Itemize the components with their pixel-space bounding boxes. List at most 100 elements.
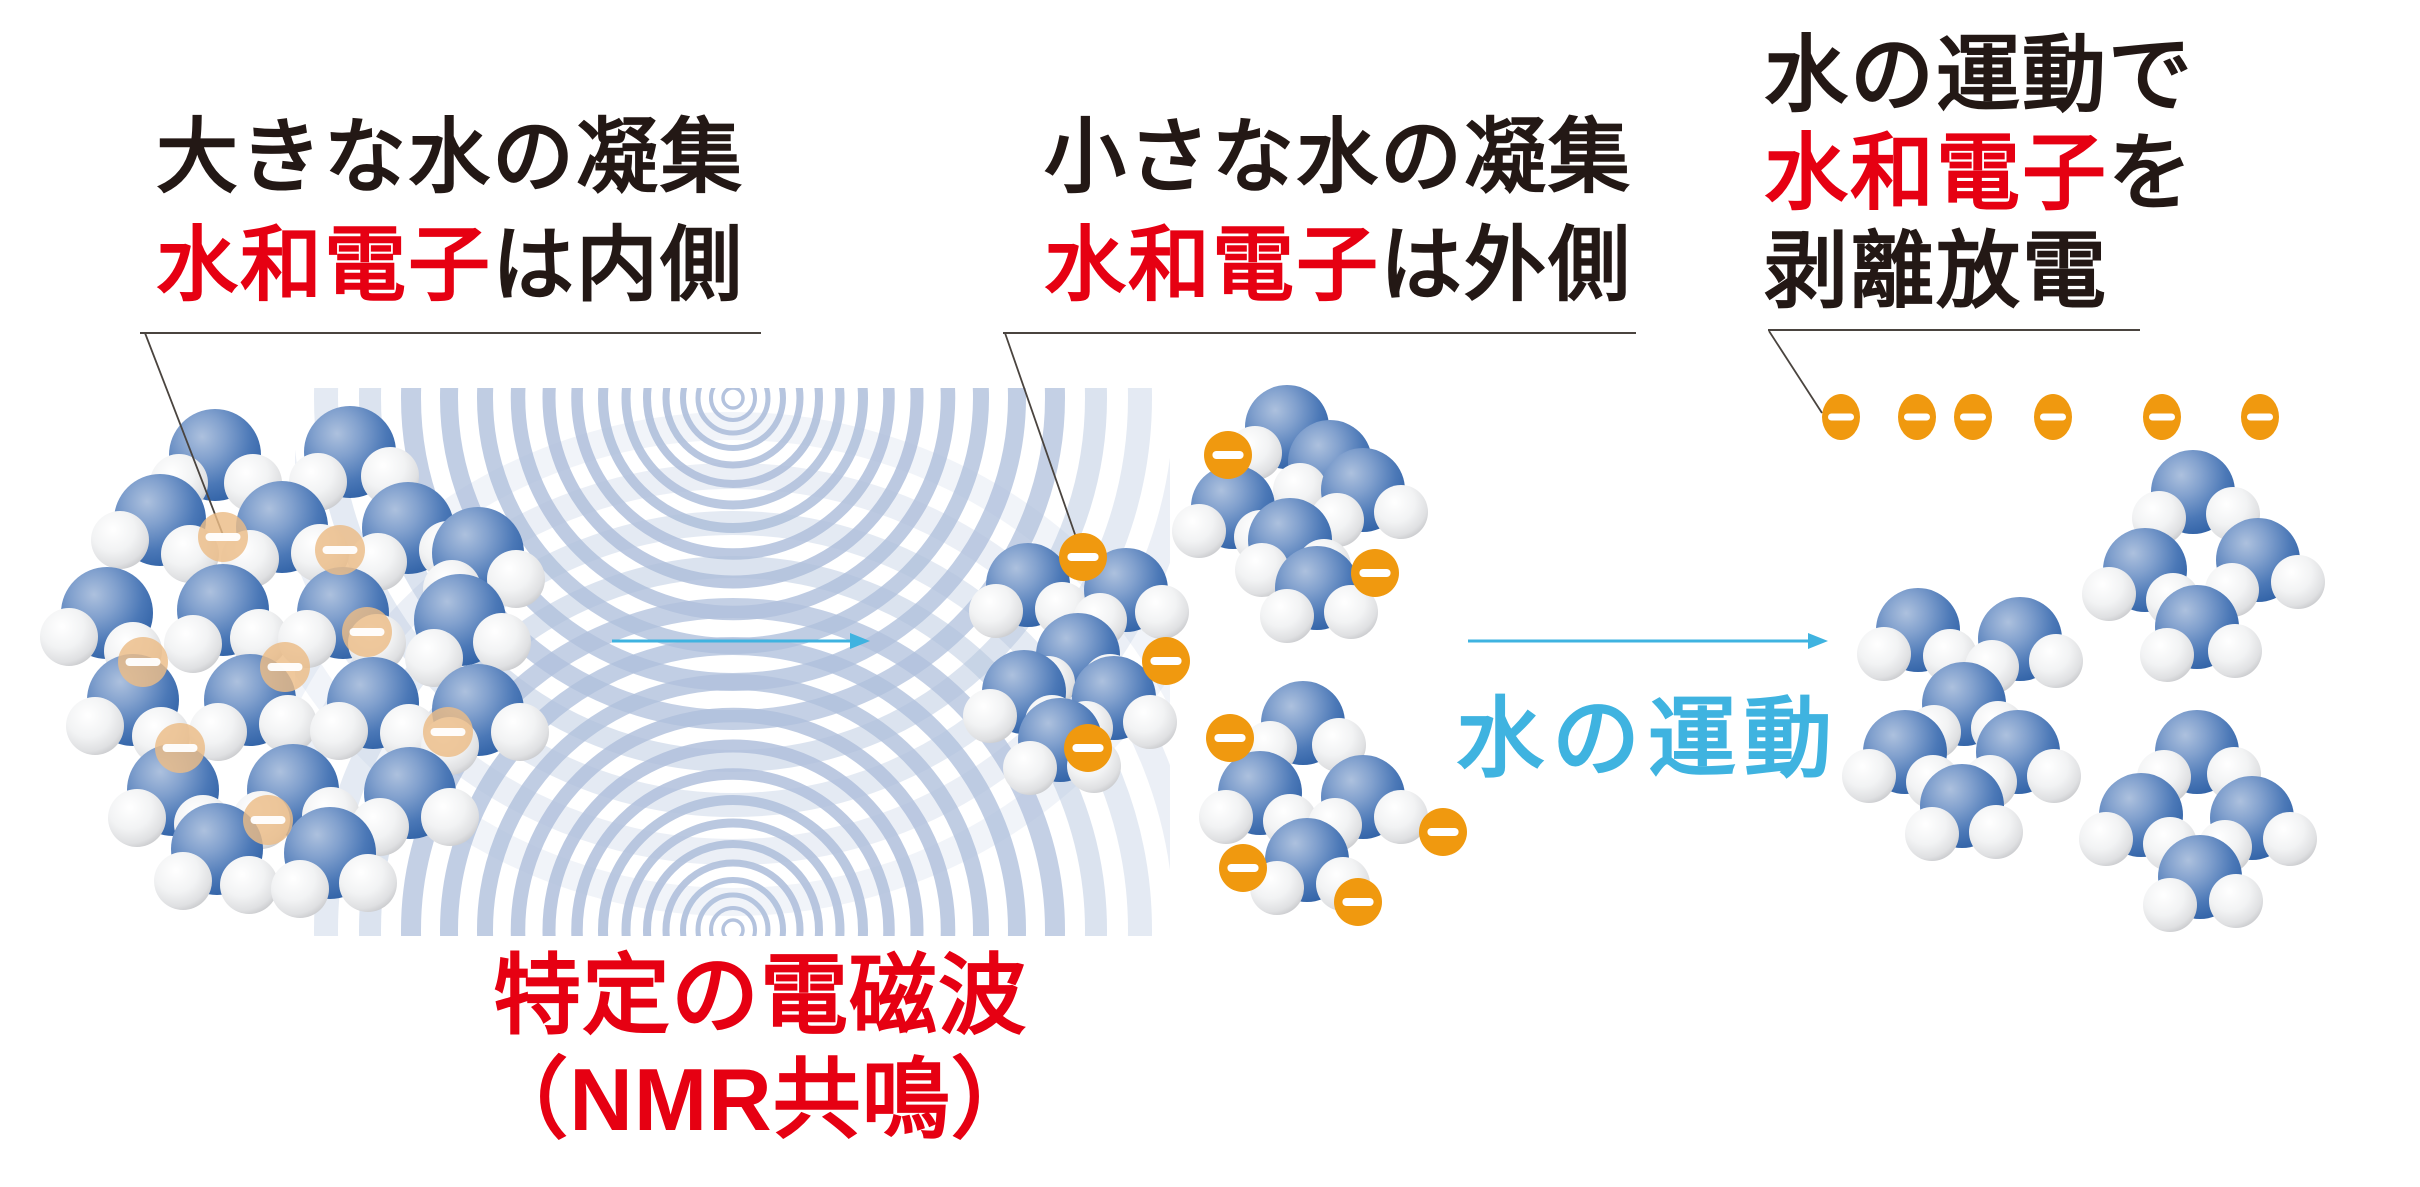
large-water-cluster-electrons <box>118 512 473 845</box>
water-molecule <box>2140 585 2262 682</box>
label-discharge-line3: 剥離放電 <box>1764 222 2194 320</box>
wave-ring <box>295 463 1170 880</box>
hydrogen-atom <box>91 511 149 569</box>
minus-bar <box>1359 569 1391 577</box>
free-electron-icon <box>2034 394 2072 440</box>
hydrogen-atom <box>1857 627 1911 681</box>
label-text: は内側 <box>492 220 745 311</box>
hydrogen-atom <box>2209 874 2263 928</box>
wave-ring <box>695 892 771 936</box>
wave-ring <box>295 448 1170 865</box>
wave-ring <box>477 674 989 936</box>
free-cluster-d <box>1842 588 2083 861</box>
hydrated-electron-icon <box>315 525 365 575</box>
minus-bar <box>2247 413 2273 421</box>
minus-bar <box>125 658 161 666</box>
hydrogen-atom <box>2029 634 2083 688</box>
wave-ring <box>542 739 924 936</box>
hydrogen-atom <box>2079 812 2133 866</box>
label-discharge-line2: 水和電子を <box>1764 124 2194 222</box>
hydrogen-atom <box>491 703 549 761</box>
water-molecule <box>271 807 397 918</box>
hydrated-electron-text: 水和電子 <box>1764 126 2109 220</box>
small-cluster-c <box>1199 681 1428 915</box>
small-cluster-b-electrons <box>1204 431 1399 597</box>
minus-bar <box>1150 657 1182 665</box>
wave-ring <box>621 388 845 510</box>
hydrogen-atom <box>2027 749 2081 803</box>
hydrated-electron-icon <box>1142 637 1190 685</box>
water-molecule <box>1905 764 2023 861</box>
hydrogen-atom <box>473 613 531 671</box>
free-electron-icon <box>2241 394 2279 440</box>
wave-ring <box>662 388 804 469</box>
free-electron-icon <box>2143 394 2181 440</box>
label-em-wave: 特定の電磁波 （NMR共鳴） <box>420 944 1100 1152</box>
wave-ring <box>571 768 895 936</box>
label-small-cluster: 小さな水の凝集 水和電子は外側 <box>1008 104 1668 320</box>
minus-bar <box>1214 734 1246 742</box>
wave-ring <box>709 388 757 422</box>
wave-ring <box>359 556 1107 936</box>
water-molecule <box>969 543 1089 638</box>
wave-ring <box>295 617 1170 916</box>
hydrogen-atom <box>310 702 368 760</box>
hydrogen-atom <box>66 697 124 755</box>
hydrogen-atom <box>164 615 222 673</box>
hydrogen-atom <box>108 789 166 847</box>
minus-bar <box>2149 413 2175 421</box>
hydrated-electron-icon <box>243 795 293 845</box>
label-water-motion: 水の運動 <box>1456 668 1840 795</box>
wave-ring <box>542 388 924 589</box>
label-large-cluster-line1: 大きな水の凝集 <box>118 104 782 212</box>
hydrated-electron-icon <box>118 637 168 687</box>
label-em-wave-line1: 特定の電磁波 <box>420 944 1100 1048</box>
label-text: を <box>2108 126 2195 220</box>
label-text: 水の運動で <box>1764 28 2195 122</box>
hydrogen-atom <box>2082 567 2136 621</box>
hydrated-electron-icon <box>1206 714 1254 762</box>
hydrated-electron-icon <box>155 723 205 773</box>
hydrogen-atom <box>2143 878 2197 932</box>
hydrogen-atom <box>220 856 278 914</box>
small-cluster-a-electrons <box>1059 533 1190 772</box>
free-cluster-f <box>2079 710 2317 932</box>
water-molecule <box>1308 755 1428 852</box>
small-cluster-a <box>963 543 1189 795</box>
minus-bar <box>1904 413 1930 421</box>
minus-bar <box>1960 413 1986 421</box>
minus-bar <box>250 816 286 824</box>
wave-ring <box>721 918 745 936</box>
hydrated-electron-icon <box>423 707 473 757</box>
hydrogen-atom <box>1199 790 1253 844</box>
label-text: は外側 <box>1380 220 1633 311</box>
hydrogen-atom <box>1003 741 1057 795</box>
hydrated-electron-icon <box>1219 844 1267 892</box>
hydrated-electron-icon <box>342 607 392 657</box>
label-large-cluster: 大きな水の凝集 水和電子は内側 <box>118 104 782 320</box>
minus-bar <box>322 546 358 554</box>
hydrogen-atom <box>1135 585 1189 639</box>
hydrogen-atom <box>1374 790 1428 844</box>
wave-ring <box>314 511 1152 936</box>
minus-bar <box>349 628 385 636</box>
hydrated-electron-icon <box>1059 533 1107 581</box>
label-small-cluster-line2: 水和電子は外側 <box>1008 212 1668 320</box>
minus-bar <box>1427 828 1459 836</box>
arrowhead-icon <box>850 633 870 649</box>
hydrogen-atom <box>1969 805 2023 859</box>
arrowhead-icon <box>1808 633 1828 649</box>
hydrogen-atom <box>40 608 98 666</box>
hydrated-electron-icon <box>1334 878 1382 926</box>
wave-ring <box>680 388 786 451</box>
hydrogen-atom <box>1172 504 1226 558</box>
label-text: 大きな水の凝集 <box>155 112 744 203</box>
water-molecule <box>405 574 531 687</box>
hydrogen-atom <box>963 689 1017 743</box>
hydrogen-atom <box>969 584 1023 638</box>
wave-ring <box>695 388 771 436</box>
leader-line <box>144 332 224 536</box>
hydrogen-atom <box>1905 807 1959 861</box>
minus-bar <box>205 533 241 541</box>
